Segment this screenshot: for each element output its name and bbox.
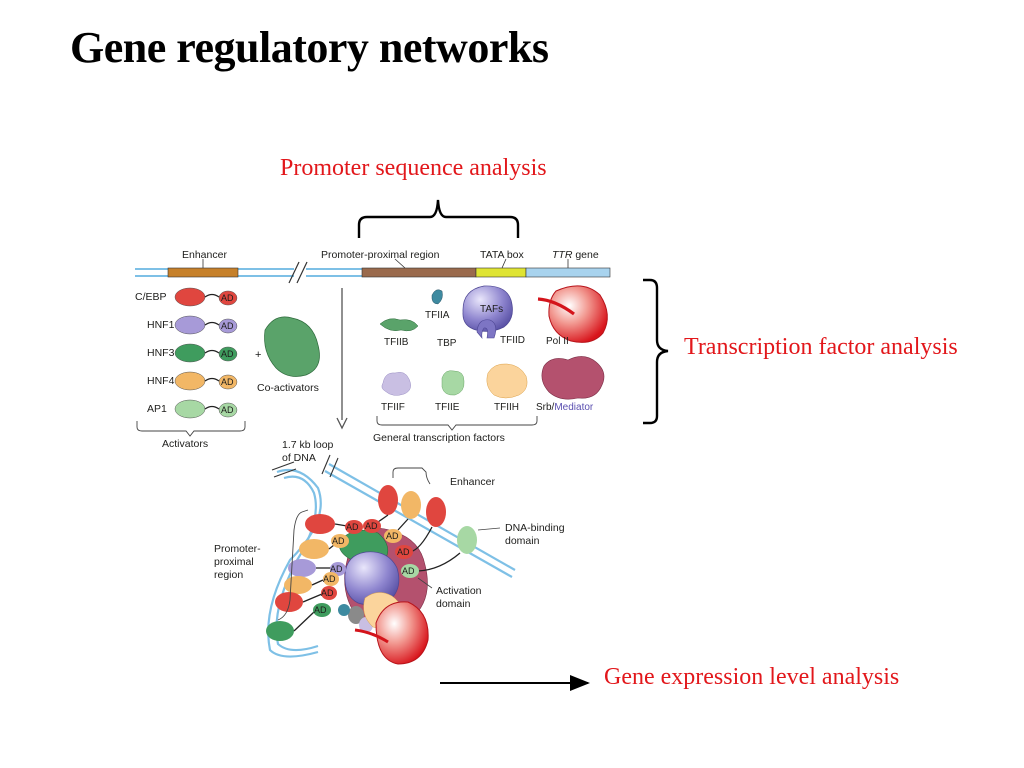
svg-text:AD: AD bbox=[397, 547, 410, 557]
svg-text:AD: AD bbox=[321, 588, 334, 598]
svg-text:TFIIE: TFIIE bbox=[435, 402, 460, 413]
svg-text:AD: AD bbox=[221, 405, 234, 415]
ttr-gene-segment bbox=[525, 267, 611, 278]
svg-text:Srb/Mediator: Srb/Mediator bbox=[536, 402, 594, 413]
coactivators: Co-activators bbox=[257, 316, 320, 394]
svg-text:AD: AD bbox=[386, 531, 399, 541]
svg-text:AD: AD bbox=[346, 522, 359, 532]
complex-activators bbox=[266, 514, 363, 641]
tfiih: TFIIH bbox=[486, 363, 528, 413]
tfiib: TFIIB bbox=[379, 318, 419, 348]
general-transcription-factors: TFIIA TAFs TBP TFIID TFIIB Pol II TFIIF … bbox=[373, 285, 608, 444]
activator-hnf1: HNF1 AD bbox=[147, 315, 238, 335]
gtf-group-label: General transcription factors bbox=[373, 432, 505, 444]
svg-text:TAFs: TAFs bbox=[480, 304, 503, 315]
activator-hnf4: HNF4 AD bbox=[147, 371, 238, 391]
tafs-tfiid: TAFs TBP TFIID bbox=[437, 285, 525, 349]
promoter-sequence-analysis-label: Promoter sequence analysis bbox=[280, 155, 547, 181]
enhancer-segment bbox=[167, 267, 239, 278]
tfiie: TFIIE bbox=[435, 370, 465, 413]
activators-group-label: Activators bbox=[162, 438, 208, 450]
activators-group: C/EBP AD HNF1 AD HNF3 AD HNF4 AD bbox=[135, 287, 261, 450]
promoter-proximal-line2: proximal bbox=[214, 556, 254, 568]
activator-label: HNF3 bbox=[147, 347, 175, 359]
pol-ii: Pol II bbox=[537, 285, 608, 347]
svg-text:Pol II: Pol II bbox=[546, 336, 569, 347]
activator-label: HNF4 bbox=[147, 375, 175, 387]
complex-ad-tags: AD AD AD AD AD AD AD AD AD AD bbox=[314, 521, 415, 615]
promoter-proximal-line1: Promoter- bbox=[214, 543, 261, 555]
svg-text:AD: AD bbox=[323, 574, 336, 584]
svg-text:AD: AD bbox=[221, 377, 234, 387]
activator-ap1: AP1 AD bbox=[147, 399, 238, 419]
coactivators-label: Co-activators bbox=[257, 382, 319, 394]
enhancer-label: Enhancer bbox=[182, 249, 227, 261]
svg-text:TFIID: TFIID bbox=[500, 335, 525, 346]
tata-box-segment bbox=[475, 267, 527, 278]
dna-binding-domain-line1: DNA-binding bbox=[505, 522, 565, 534]
svg-text:TFIIA: TFIIA bbox=[425, 310, 450, 321]
gene-expression-level-analysis-label: Gene expression level analysis bbox=[604, 664, 900, 690]
right-brace bbox=[643, 278, 669, 425]
activation-domain-line2: domain bbox=[436, 598, 471, 610]
down-arrow bbox=[336, 288, 348, 430]
svg-text:AD: AD bbox=[221, 321, 234, 331]
activator-label: C/EBP bbox=[135, 291, 167, 303]
promoter-proximal-line3: region bbox=[214, 569, 243, 581]
complex-enhancer-activators bbox=[363, 485, 477, 578]
tata-box-label: TATA box bbox=[480, 249, 525, 261]
loop-label-line2: of DNA bbox=[282, 452, 316, 464]
svg-text:AD: AD bbox=[402, 566, 415, 576]
svg-text:TFIIF: TFIIF bbox=[381, 402, 405, 413]
dna-binding-domain-line2: domain bbox=[505, 535, 540, 547]
svg-text:AD: AD bbox=[330, 564, 343, 574]
svg-text:TBP: TBP bbox=[437, 338, 457, 349]
promoter-proximal-segment bbox=[361, 267, 477, 278]
tfiia: TFIIA bbox=[425, 289, 450, 321]
plus-sign: + bbox=[255, 349, 261, 361]
activator-label: HNF1 bbox=[147, 319, 175, 331]
top-brace bbox=[357, 199, 520, 238]
srb-mediator: Srb/Mediator bbox=[536, 356, 605, 413]
activator-cebp: C/EBP AD bbox=[135, 287, 238, 307]
svg-text:TFIIH: TFIIH bbox=[494, 402, 519, 413]
ttr-gene-label: TTR gene bbox=[552, 249, 599, 261]
assembled-complex: 1.7 kb loop of DNA bbox=[214, 439, 565, 665]
gene-map: Enhancer Promoter-proximal region TATA b… bbox=[135, 249, 611, 284]
svg-text:AD: AD bbox=[365, 521, 378, 531]
svg-text:TFIIB: TFIIB bbox=[384, 337, 409, 348]
tfiif: TFIIF bbox=[381, 372, 411, 413]
activator-label: AP1 bbox=[147, 403, 167, 415]
slide-title: Gene regulatory networks bbox=[70, 23, 549, 72]
activation-domain-line1: Activation bbox=[436, 585, 482, 597]
svg-text:AD: AD bbox=[332, 536, 345, 546]
svg-text:AD: AD bbox=[221, 349, 234, 359]
transcription-factor-analysis-label: Transcription factor analysis bbox=[684, 334, 958, 360]
promoter-proximal-label: Promoter-proximal region bbox=[321, 249, 440, 261]
svg-text:AD: AD bbox=[221, 293, 234, 303]
activator-hnf3: HNF3 AD bbox=[147, 343, 238, 363]
loop-label-line1: 1.7 kb loop bbox=[282, 439, 334, 451]
complex-enhancer-label: Enhancer bbox=[450, 476, 495, 488]
svg-text:AD: AD bbox=[314, 605, 327, 615]
